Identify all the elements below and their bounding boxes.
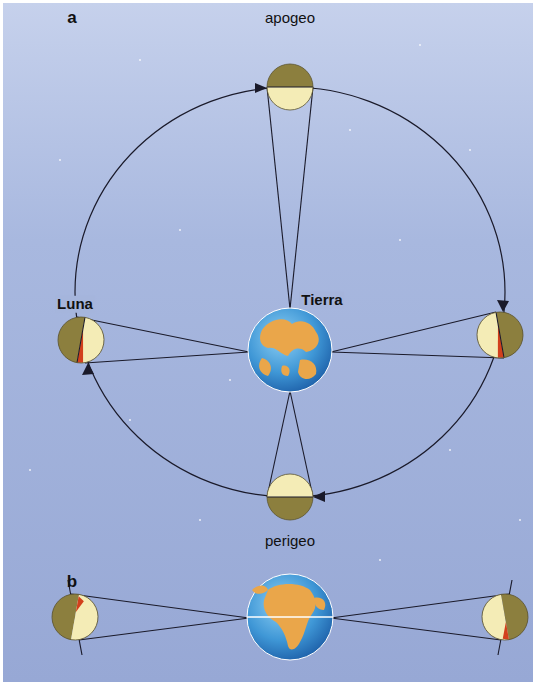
sky-panel xyxy=(3,3,533,682)
moon-b-right xyxy=(478,590,531,643)
earth-globe-b xyxy=(247,574,333,660)
orbit-point-label: perigeo xyxy=(263,533,317,550)
sight-lines-b xyxy=(68,580,512,655)
orbit-point-label: apogeo xyxy=(263,10,317,27)
earth-label: Tierra xyxy=(299,292,344,309)
earth-globe xyxy=(248,308,332,392)
moon-right xyxy=(473,308,526,361)
moon-label: Luna xyxy=(55,296,95,313)
orbit-arrowheads xyxy=(82,83,509,502)
moon-left xyxy=(54,313,107,366)
moon-b-left xyxy=(48,590,101,643)
moon-perigee xyxy=(267,474,313,520)
panel-letter: a xyxy=(65,9,78,28)
panel-letter: b xyxy=(65,573,79,592)
stars xyxy=(29,44,521,561)
moon-apogee xyxy=(267,64,313,110)
sight-lines xyxy=(77,87,504,497)
orbit-line xyxy=(75,87,505,497)
